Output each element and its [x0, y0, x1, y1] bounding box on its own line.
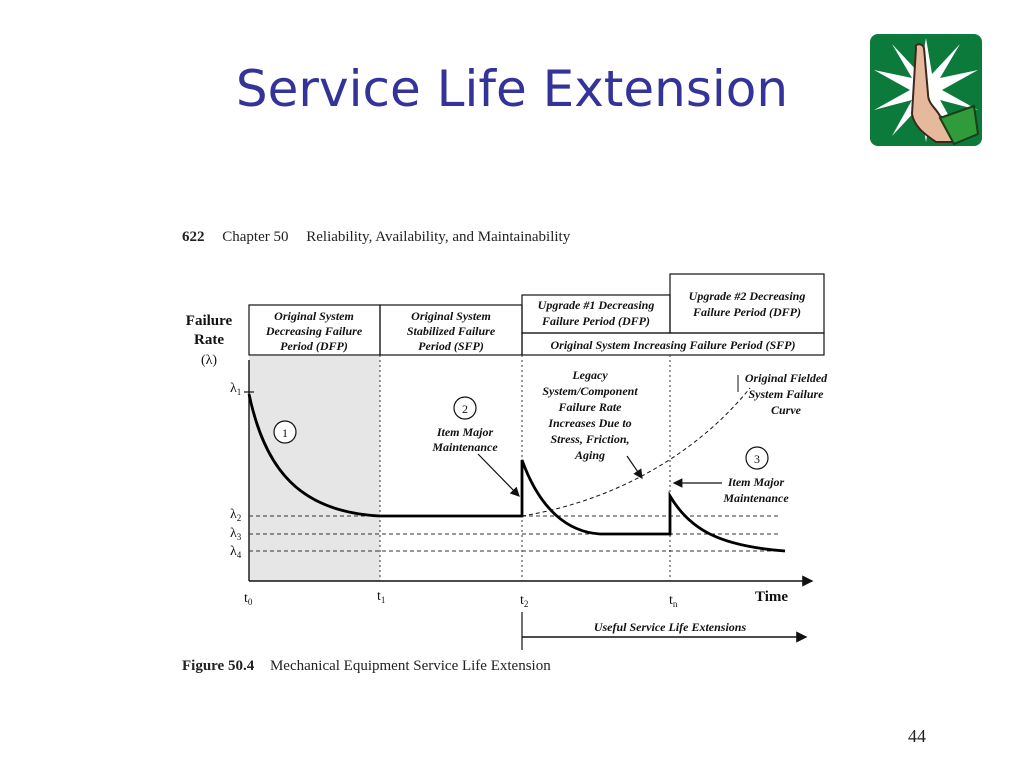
annotation-legacy-line4: Increases Due to [547, 416, 631, 430]
figure-section: Reliability, Availability, and Maintaina… [306, 229, 571, 245]
marker-2 [453, 396, 477, 420]
y-tick-lambda2: λ2 [230, 507, 241, 523]
marker-3-label: 3 [754, 452, 760, 466]
arrow-item-major-1 [477, 453, 520, 497]
box-upgrade1-line1: Upgrade #1 Decreasing [538, 298, 655, 312]
failure-rate-curve [247, 393, 786, 553]
x-tick-t0: t0 [244, 591, 253, 607]
stop-hand-icon [870, 34, 982, 146]
annotation-fielded-line2: System Failure [748, 387, 824, 401]
box-orig-dfp-line2: Decreasing Failure [265, 324, 363, 338]
annotation-legacy-line3: Failure Rate [557, 400, 622, 414]
annotation-legacy-line5: Stress, Friction, [550, 432, 629, 446]
figure-caption-number: Figure 50.4 [182, 658, 255, 674]
marker-2-label: 2 [462, 402, 468, 416]
annotation-item-major-2-line1: Item Major [727, 475, 785, 489]
y-tick-lambda1: λ1 [230, 381, 241, 397]
arrow-legacy [626, 455, 643, 479]
y-tick-lambda3: λ3 [230, 526, 242, 542]
figure-caption-text: Mechanical Equipment Service Life Extens… [269, 658, 551, 674]
y-axis-label-line1: Failure [186, 313, 233, 329]
annotation-item-major-2-line2: Maintenance [722, 491, 789, 505]
service-life-diagram: Original System Decreasing Failure Perio… [186, 273, 828, 650]
period-boxes [248, 273, 825, 356]
figure-header: 622 Chapter 50 Reliability, Availability… [182, 229, 570, 246]
slide-title: Service Life Extension [235, 60, 789, 118]
figure-caption: Figure 50.4 Mechanical Equipment Service… [182, 658, 551, 675]
box-orig-dfp-line3: Period (DFP) [280, 339, 348, 353]
annotation-fielded-line3: Curve [771, 403, 802, 417]
box-upgrade2-line1: Upgrade #2 Decreasing [689, 289, 806, 303]
lambda-guides [249, 515, 780, 552]
y-axis-label-line2: Rate [194, 332, 224, 348]
annotation-useful-life: Useful Service Life Extensions [594, 620, 747, 634]
marker-3 [745, 446, 769, 470]
annotation-item-major-1-line1: Item Major [436, 425, 494, 439]
y-axis-label-line3: (λ) [201, 353, 217, 368]
box-orig-dfp-line1: Original System [274, 309, 354, 323]
box-upgrade2-line2: Failure Period (DFP) [692, 305, 801, 319]
original-fielded-failure-curve [521, 387, 751, 517]
annotation-item-major-1-line2: Maintenance [431, 440, 498, 454]
page-number: 44 [908, 726, 926, 746]
x-tick-t1: t1 [377, 589, 385, 605]
figure-page-number: 622 [182, 229, 205, 245]
box-orig-increasing: Original System Increasing Failure Perio… [550, 338, 795, 352]
annotation-legacy-line1: Legacy [571, 368, 608, 382]
annotation-legacy-line2: System/Component [542, 384, 638, 398]
box-orig-sfp-line1: Original System [411, 309, 491, 323]
figure-chapter: Chapter 50 [222, 229, 289, 245]
box-orig-sfp-line3: Period (SFP) [418, 339, 484, 353]
original-dfp-shading [249, 356, 380, 581]
marker-1-label: 1 [282, 426, 288, 440]
box-upgrade1-line2: Failure Period (DFP) [541, 314, 650, 328]
box-orig-sfp-line2: Stabilized Failure [407, 324, 496, 338]
marker-1 [273, 420, 297, 444]
x-tick-t2: t2 [520, 593, 528, 609]
x-tick-tn: tn [669, 593, 678, 609]
x-axis-label: Time [755, 589, 788, 605]
annotation-fielded-line1: Original Fielded [745, 371, 828, 385]
y-tick-lambda4: λ4 [230, 544, 242, 560]
annotation-legacy-line6: Aging [574, 448, 605, 462]
